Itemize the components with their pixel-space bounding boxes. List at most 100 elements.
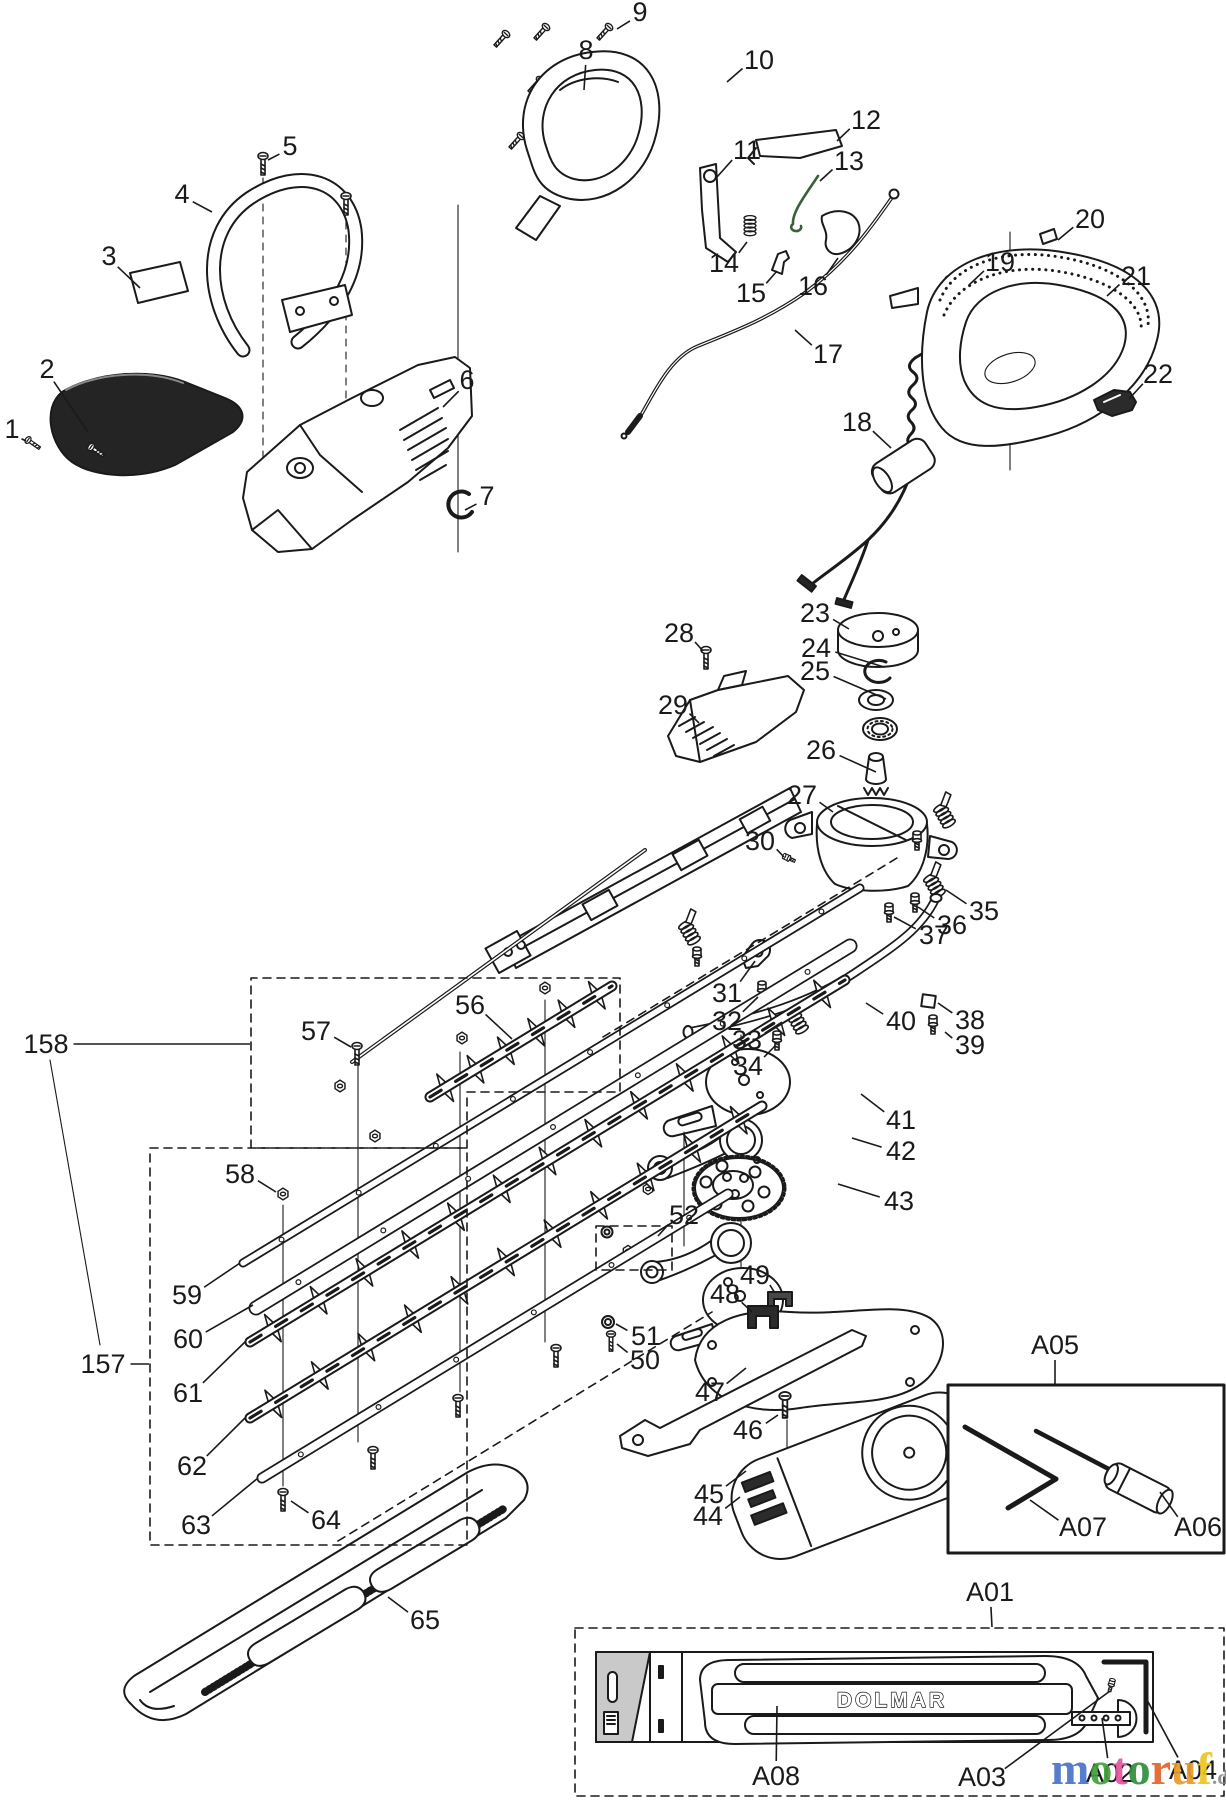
blade-cover-part-65 (123, 1463, 529, 1721)
part-label-A02: A02 (1086, 1758, 1134, 1788)
part-label-30: 30 (745, 826, 775, 856)
gear-head-assembly (667, 612, 958, 892)
part-label-10: 10 (744, 45, 774, 75)
leader-5 (267, 153, 280, 161)
blade-part-61 (244, 970, 851, 1352)
connecting-rod-lower (640, 1222, 752, 1284)
leader-42 (851, 1137, 882, 1148)
guard-plate-part-29 (667, 670, 805, 763)
leader-30 (776, 848, 785, 858)
group-box-52 (595, 1225, 673, 1271)
leader-52 (657, 1223, 670, 1237)
leader-4 (192, 201, 213, 213)
part-label-157: 157 (80, 1349, 125, 1379)
a05-box-frame (946, 1383, 1226, 1555)
bottom-cover-part-45 (730, 1391, 996, 1561)
part-label-14: 14 (709, 248, 739, 278)
leader-11 (716, 159, 733, 178)
motoruf-watermark: motoruf.de (1051, 1743, 1226, 1794)
part-label-A06: A06 (1174, 1512, 1222, 1542)
leader-38 (937, 1002, 953, 1014)
leader-3 (117, 266, 141, 289)
part-label-A01: A01 (966, 1577, 1014, 1607)
spacer-bar-part-60 (248, 938, 858, 1316)
leader-A07 (1029, 1499, 1059, 1521)
leader-29 (688, 712, 700, 724)
part-label-8: 8 (578, 35, 593, 65)
leader-14 (738, 241, 748, 254)
guide-rail-part-59 (238, 883, 865, 1268)
part-label-6: 6 (459, 365, 474, 395)
socket-wrench-body-a06 (1103, 1462, 1174, 1515)
part-label-32: 32 (712, 1006, 742, 1036)
part-label-5: 5 (282, 131, 297, 161)
part-label-31: 31 (712, 978, 742, 1008)
nut-part-58 (277, 1187, 289, 1201)
leader-56 (485, 1013, 513, 1040)
leader-8 (583, 64, 587, 91)
part-label-A04: A04 (1169, 1755, 1217, 1785)
part-label-52: 52 (669, 1200, 699, 1230)
throttle-lever-part-12 (755, 129, 843, 159)
leader-27 (819, 801, 834, 813)
leader-19 (968, 270, 985, 286)
ferrite-part-20 (1039, 228, 1058, 245)
leader-21 (1106, 283, 1121, 297)
leader-18 (872, 430, 892, 449)
part-label-158: 158 (23, 1029, 68, 1059)
clamp-ring-part-7 (446, 489, 474, 520)
part-label-34: 34 (733, 1051, 763, 1081)
part-label-28: 28 (664, 618, 694, 648)
part-label-19: 19 (985, 247, 1015, 277)
part-label-38: 38 (955, 1005, 985, 1035)
leader-2 (53, 381, 89, 433)
tool-box-a05 (946, 1383, 1226, 1555)
cam-plate-part-41 (662, 1048, 791, 1138)
part-label-29: 29 (658, 690, 688, 720)
leader-1 (21, 438, 27, 442)
leader-A02 (1101, 1717, 1109, 1759)
front-handle-assembly (22, 151, 474, 553)
leader-25 (833, 675, 887, 700)
part-label-44: 44 (693, 1501, 723, 1531)
part-label-20: 20 (1075, 204, 1105, 234)
part-label-51: 51 (631, 1321, 661, 1351)
leader-6 (442, 390, 460, 408)
leader-A03 (1004, 1690, 1111, 1770)
part-label-59: 59 (172, 1280, 202, 1310)
leader-37 (893, 916, 917, 930)
part-label-11: 11 (733, 135, 761, 165)
part-label-46: 46 (733, 1415, 763, 1445)
leader-A08 (775, 1705, 778, 1762)
part-label-A08: A08 (752, 1761, 800, 1791)
part-label-22: 22 (1143, 359, 1173, 389)
allen-key-a04 (1101, 1659, 1149, 1735)
leader-A04 (1145, 1697, 1179, 1758)
part-label-63: 63 (181, 1510, 211, 1540)
part-label-64: 64 (311, 1505, 341, 1535)
leader-A06 (1159, 1491, 1179, 1518)
part-label-24: 24 (801, 633, 831, 663)
blade-stack (238, 883, 865, 1484)
leader-45 (725, 1470, 747, 1487)
part-label-17: 17 (813, 339, 843, 369)
leader-65 (387, 1596, 409, 1613)
pinion-part-26 (863, 752, 889, 796)
leader-10 (726, 67, 744, 83)
part-label-40: 40 (886, 1006, 916, 1036)
leader-61 (202, 1340, 247, 1384)
leader-15 (765, 270, 778, 284)
part-label-9: 9 (632, 0, 647, 27)
part-label-65: 65 (410, 1605, 440, 1635)
leader-22 (1128, 383, 1144, 400)
part-label-3: 3 (101, 241, 116, 271)
leader-9 (616, 20, 631, 30)
blade-part-62 (244, 1097, 768, 1427)
part-label-2: 2 (39, 354, 54, 384)
label-plate-part-3 (129, 261, 189, 304)
holder-part-48 (747, 1305, 779, 1329)
leader-lines (21, 20, 1179, 1770)
leader-49 (769, 1284, 776, 1294)
leader-26 (839, 754, 877, 773)
part-label-15: 15 (736, 278, 766, 308)
